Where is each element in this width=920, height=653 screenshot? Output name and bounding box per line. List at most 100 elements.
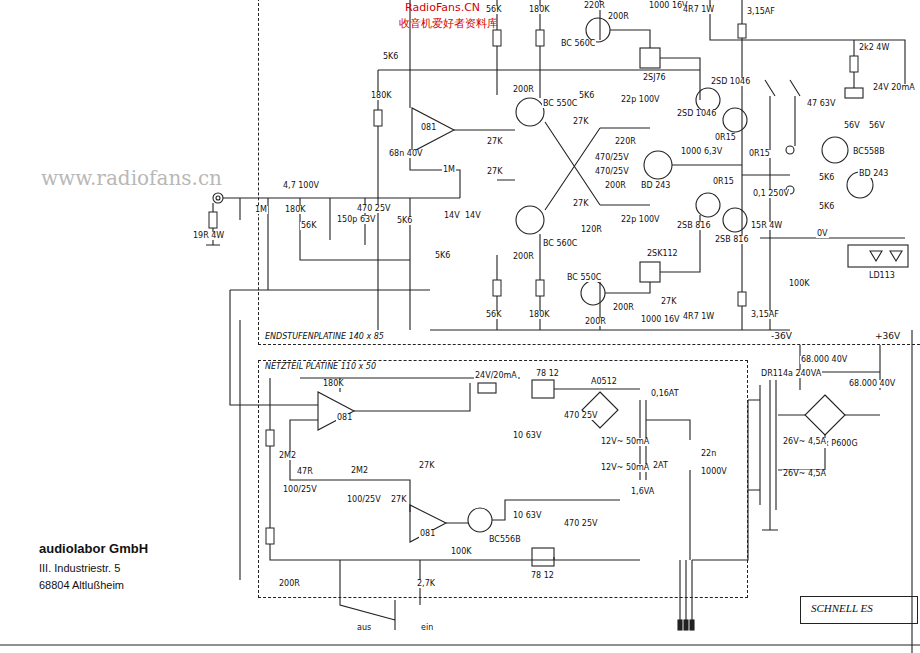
component-value: 0R15: [712, 178, 735, 186]
component-value: 27K: [390, 496, 407, 504]
component-value: BD 243: [640, 182, 671, 190]
component-value: 100K: [450, 548, 473, 556]
component-value: 220R: [614, 138, 637, 146]
component-value: 5K6: [396, 217, 413, 225]
watermark-text: 收音机爱好者资料库: [398, 18, 499, 29]
component-value: 180K: [528, 311, 551, 319]
component-value: ein: [420, 624, 434, 632]
component-value: 22p 100V: [620, 216, 661, 224]
component-value: 3,15AF: [746, 8, 776, 16]
component-value: 47 63V: [806, 100, 836, 108]
resistor-symbol: [266, 528, 274, 544]
component-value: BC 560C: [542, 240, 578, 248]
wire: [239, 198, 240, 580]
component-value: BC 550C: [566, 274, 602, 282]
component-value: BC 550C: [542, 100, 578, 108]
component-value: 2SJ76: [642, 74, 667, 82]
component-value: 0,1 250V: [752, 190, 790, 198]
resistor-symbol: [493, 280, 501, 296]
connector-pin: [678, 620, 682, 630]
transistor-symbol: [723, 208, 747, 232]
component-value: 470/25V: [594, 154, 630, 162]
component-value: 68n 40V: [388, 150, 423, 158]
component-value: 12V~ 50mA: [600, 464, 650, 472]
component-value: 2SB 816: [714, 236, 749, 244]
watermark-text: RadioFans.CN: [404, 2, 481, 13]
resistor-symbol: [536, 30, 544, 46]
relay-coil: [845, 88, 863, 98]
transistor-symbol: [696, 88, 720, 112]
transistor-symbol: [723, 108, 747, 132]
component-value: 22p 100V: [620, 96, 661, 104]
component-value: 56V: [868, 122, 886, 130]
transistor-symbol: [581, 281, 605, 305]
wire: [378, 70, 790, 330]
rail-voltage: +36V: [874, 332, 901, 341]
wire: [268, 198, 410, 330]
component-value: 12V~ 50mA: [600, 438, 650, 446]
opamp-symbol: [410, 505, 446, 542]
component-value: 2AT: [652, 462, 669, 470]
board-region: ENDSTUFENPLATINE 140 x 85: [258, 0, 920, 345]
connector-pin: [690, 620, 694, 630]
component-value: 5K6: [818, 203, 835, 211]
component-value: 26V~ 4,5A: [782, 470, 827, 478]
wire: [270, 378, 640, 560]
component-value: 4,7 100V: [282, 182, 320, 190]
component-value: 0R15: [714, 134, 737, 142]
component-value: 120R: [580, 226, 603, 234]
component-value: 200R: [607, 13, 630, 21]
component-value: 100K: [788, 280, 811, 288]
component-value: 27K: [660, 298, 677, 306]
component-value: 200R: [512, 86, 535, 94]
component-value: 180K: [528, 6, 551, 14]
relay-coil: [478, 383, 496, 393]
component-value: 1000 6,3V: [680, 148, 723, 156]
wire: [710, 0, 905, 88]
resistor-symbol: [266, 430, 274, 446]
bridge-rectifier: [582, 392, 618, 428]
wire: [230, 290, 430, 405]
component-value: 2k2 4W: [858, 44, 890, 52]
wire: [454, 0, 515, 330]
component-value: 19R 4W: [192, 232, 225, 240]
transistor-symbol: [696, 193, 720, 217]
component-value: 0R15: [748, 150, 771, 158]
component-value: 4R7 1W: [682, 313, 715, 321]
company-name: audiolabor GmbH: [38, 542, 149, 555]
component-value: 1000 16V: [640, 316, 681, 324]
input-jack: [213, 193, 223, 203]
wire: [778, 415, 880, 470]
transformer-core: [760, 380, 778, 530]
component-value: 100/25V: [282, 486, 318, 494]
component-value: 200R: [512, 253, 535, 261]
component-value: BC 560C: [560, 40, 596, 48]
component-value: 56V: [843, 122, 861, 130]
component-value: 0,16AT: [650, 390, 680, 398]
company-address: 68804 Altlußheim: [38, 580, 125, 591]
mosfet-symbol: [640, 48, 660, 68]
resistor-symbol: [374, 110, 382, 126]
diode-symbol: [870, 251, 902, 261]
component-value: 27K: [486, 168, 503, 176]
component-value: 470 25V: [356, 205, 391, 213]
wire: [545, 122, 650, 210]
component-value: 68.000 40V: [848, 380, 896, 388]
component-value: 78 12: [530, 572, 555, 580]
component-value: 4R7 1W: [682, 6, 715, 14]
switch-contact: [760, 80, 905, 330]
component-value: 22n: [700, 450, 717, 458]
component-value: DR114a 240VA: [760, 370, 822, 378]
company-address: III. Industriestr. 5: [38, 563, 121, 574]
component-value: 5K6: [578, 92, 595, 100]
component-value: 5K6: [434, 252, 451, 260]
ld113-module: [848, 245, 908, 267]
fuse-symbol: [738, 292, 746, 306]
output-terminal: [786, 146, 794, 154]
component-value: 68.000 40V: [800, 356, 848, 364]
component-value: 15R 4W: [750, 222, 783, 230]
resistor-symbol: [493, 30, 501, 46]
component-value: A0512: [590, 378, 618, 386]
transformer-core: [640, 400, 690, 560]
